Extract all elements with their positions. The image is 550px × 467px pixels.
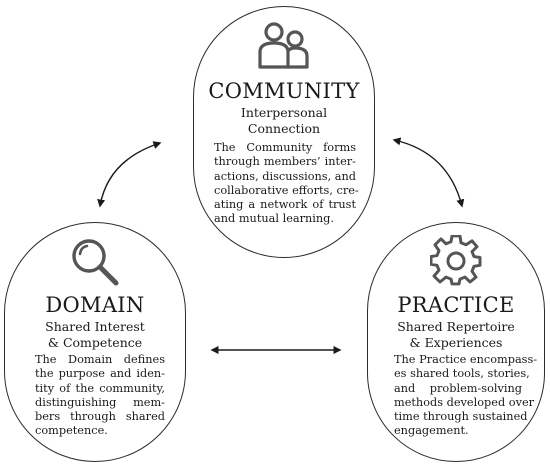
magnifier-icon xyxy=(68,235,122,293)
domain-title: DOMAIN xyxy=(45,293,145,317)
people-icon xyxy=(256,21,312,73)
practice-subtitle-line: Shared Repertoire xyxy=(397,319,515,334)
domain-subtitle: Shared Interest & Competence xyxy=(5,319,185,351)
arrow-community-practice xyxy=(392,137,465,208)
practice-description-line: The Practice encompass- xyxy=(394,353,538,366)
practice-description: The Practice encompass- es shared tools,… xyxy=(394,353,538,439)
domain-description-line: tity of the community, xyxy=(35,381,165,395)
community-description-line: The Community forms xyxy=(214,141,356,154)
practice-subtitle-line: & Experiences xyxy=(409,335,503,350)
community-subtitle-line: Interpersonal xyxy=(240,105,328,120)
community-title: COMMUNITY xyxy=(208,79,360,103)
gear-icon xyxy=(429,234,482,291)
domain-subtitle-line: & Competence xyxy=(47,335,143,350)
community-subtitle: Interpersonal Connection xyxy=(194,105,374,137)
practice-description-line: engagement. xyxy=(394,424,469,438)
domain-description-line: distinguishing mem- xyxy=(35,395,165,409)
practice-title: PRACTICE xyxy=(397,293,515,317)
practice-card: PRACTICE Shared Repertoire & Experiences… xyxy=(367,222,545,462)
practice-description-line: es shared tools, stories, xyxy=(394,367,530,381)
domain-description-line: the purpose and iden- xyxy=(35,367,165,381)
practice-description-line: methods developed over xyxy=(394,395,535,409)
domain-description-line: competence. xyxy=(35,424,108,438)
community-card: COMMUNITY Interpersonal Connection The C… xyxy=(193,6,375,258)
community-description-line: through members’ inter- xyxy=(214,155,356,169)
domain-card: DOMAIN Shared Interest & Competence The … xyxy=(4,222,186,462)
practice-description-line: and problem-solving xyxy=(394,381,522,395)
domain-description: The Domain defines the purpose and iden-… xyxy=(35,353,165,439)
practice-description-line: time through sustained xyxy=(394,410,528,424)
practice-subtitle: Shared Repertoire & Experiences xyxy=(368,319,544,351)
community-description-line: ating a network of trust xyxy=(214,198,356,212)
domain-description-line: bers through shared xyxy=(35,410,165,424)
domain-description-line: The Domain defines xyxy=(35,353,165,366)
community-subtitle-line: Connection xyxy=(247,121,321,136)
community-description-line: and mutual learning. xyxy=(214,212,334,226)
arrow-community-domain xyxy=(97,141,162,208)
community-description-line: actions, discussions, and xyxy=(214,169,357,183)
community-description: The Community forms through members’ int… xyxy=(214,141,359,227)
domain-subtitle-line: Shared Interest xyxy=(45,319,145,334)
community-description-line: collaborative efforts, cre- xyxy=(214,183,359,197)
